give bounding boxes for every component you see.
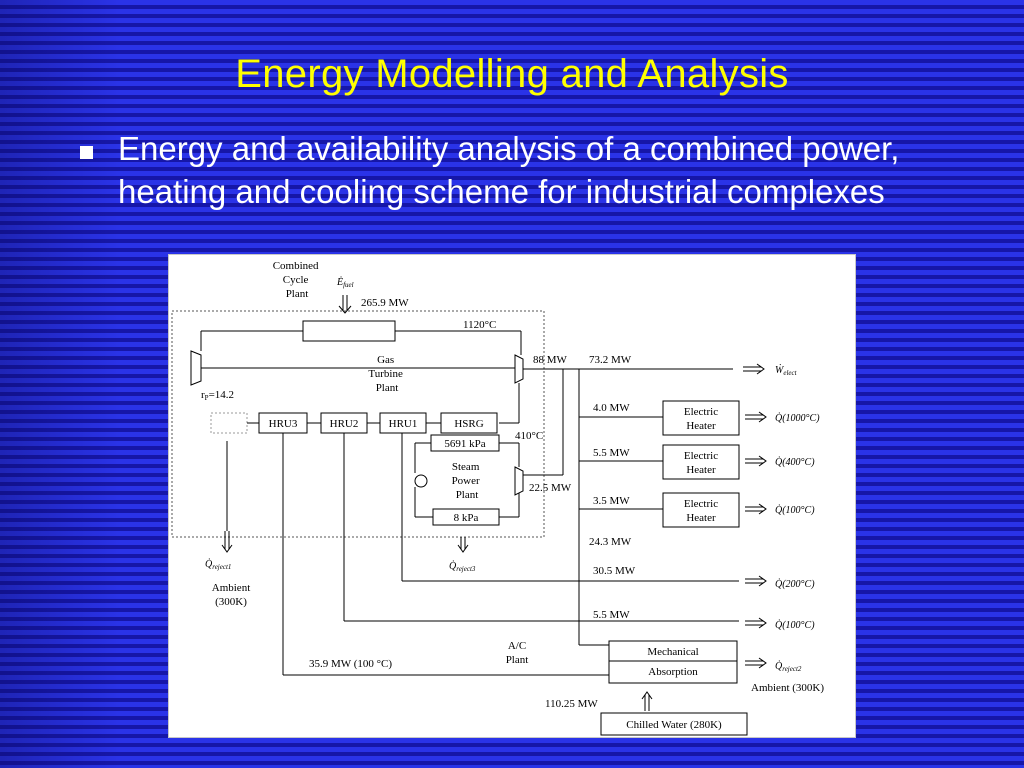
mechanical-label: Mechanical: [647, 646, 698, 658]
q-reject1-symbol: Q̇reject1: [205, 558, 231, 571]
net-power-label: 73.2 MW: [589, 354, 632, 366]
heat-400-arrow-icon: [745, 455, 767, 467]
hru2-label: HRU2: [330, 418, 359, 430]
q-100-hru-label: Q̇(100°C): [775, 619, 815, 631]
fuel-power-label: 265.9 MW: [361, 297, 409, 309]
q-reject2-symbol: Q̇reject2: [775, 660, 802, 673]
reject3-arrow-icon: [457, 537, 469, 553]
q-reject3-symbol: Q̇reject3: [449, 560, 476, 573]
compressor-shape: [190, 350, 202, 386]
w-elect-symbol: Ẇelect: [775, 364, 798, 377]
combined-cycle-boundary: [171, 310, 545, 538]
chilled-water-arrow-icon: [641, 691, 653, 711]
ambient1-label: Ambient(300K): [212, 582, 251, 608]
q-200-label: Q̇(200°C): [775, 578, 815, 590]
q-100-heater-label: Q̇(100°C): [775, 504, 815, 516]
q-400-label: Q̇(400°C): [775, 456, 815, 468]
absorption-label: Absorption: [648, 666, 698, 678]
pump-icon: [414, 474, 428, 488]
heat-100-hru-arrow-icon: [745, 617, 767, 629]
steam-turbine-shape: [514, 466, 524, 496]
ac-power-label: 24.3 MW: [589, 536, 632, 548]
heater1-power-label: 4.0 MW: [593, 402, 630, 414]
hsrg-label: HSRG: [454, 418, 483, 430]
ambient2-label: Ambient (300K): [751, 682, 824, 694]
e-fuel-symbol: Ėfuel: [336, 276, 354, 289]
steam-temp-label: 410°C: [515, 430, 543, 442]
gas-turbine-shape: [514, 354, 524, 384]
hru1-label: HRU1: [389, 418, 418, 430]
high-pressure-label: 5691 kPa: [444, 438, 485, 450]
low-pressure-label: 8 kPa: [454, 512, 479, 524]
q-1000-label: Q̇(1000°C): [775, 412, 820, 424]
reject1-arrow-icon: [221, 531, 233, 553]
steam-power-label: Steam Power Plant: [452, 461, 483, 501]
heat-100-arrow-icon: [745, 503, 767, 515]
slide-title: Energy Modelling and Analysis: [235, 52, 789, 96]
bullet-text: Energy and availability analysis of a co…: [118, 130, 900, 210]
combustor-box: [302, 320, 396, 342]
cooling-power-label: 110.25 MW: [545, 698, 598, 710]
gas-turbine-label: Gas Turbine Plant: [368, 354, 405, 394]
combustion-temp-label: 1120°C: [463, 319, 496, 331]
electricity-output-arrow-icon: [743, 363, 765, 375]
fuel-input-arrow-icon: [338, 295, 352, 314]
bullet-marker-icon: [80, 146, 93, 159]
hru2-heat-label: 5.5 MW: [593, 609, 630, 621]
gas-turbine-power-label: 88 MW: [533, 354, 568, 366]
hru1-heat-label: 30.5 MW: [593, 565, 636, 577]
heater3-power-label: 3.5 MW: [593, 495, 630, 507]
chilled-water-label: Chilled Water (280K): [626, 719, 722, 731]
absorption-chiller-box: [608, 660, 738, 684]
hru3-label: HRU3: [269, 418, 298, 430]
energy-flow-diagram: Combined Cycle Plant Ėfuel 265.9 MW 1120…: [168, 254, 856, 738]
hru3-heat-label: 35.9 MW (100 °C): [309, 658, 392, 670]
electric-heater-400: [662, 444, 740, 480]
electric-heater-1000: [662, 400, 740, 436]
heater2-power-label: 5.5 MW: [593, 447, 630, 459]
chilled-water-box: [600, 712, 748, 736]
combined-cycle-label: Combined Cycle Plant: [273, 260, 322, 300]
steam-power-output-label: 22.5 MW: [529, 482, 572, 494]
stack-box: [210, 412, 248, 434]
heat-1000-arrow-icon: [745, 411, 767, 423]
heat-200-arrow-icon: [745, 575, 767, 587]
electric-heater-100: [662, 492, 740, 528]
pressure-ratio-label: rP=14.2: [201, 389, 234, 402]
reject2-arrow-icon: [745, 657, 767, 669]
